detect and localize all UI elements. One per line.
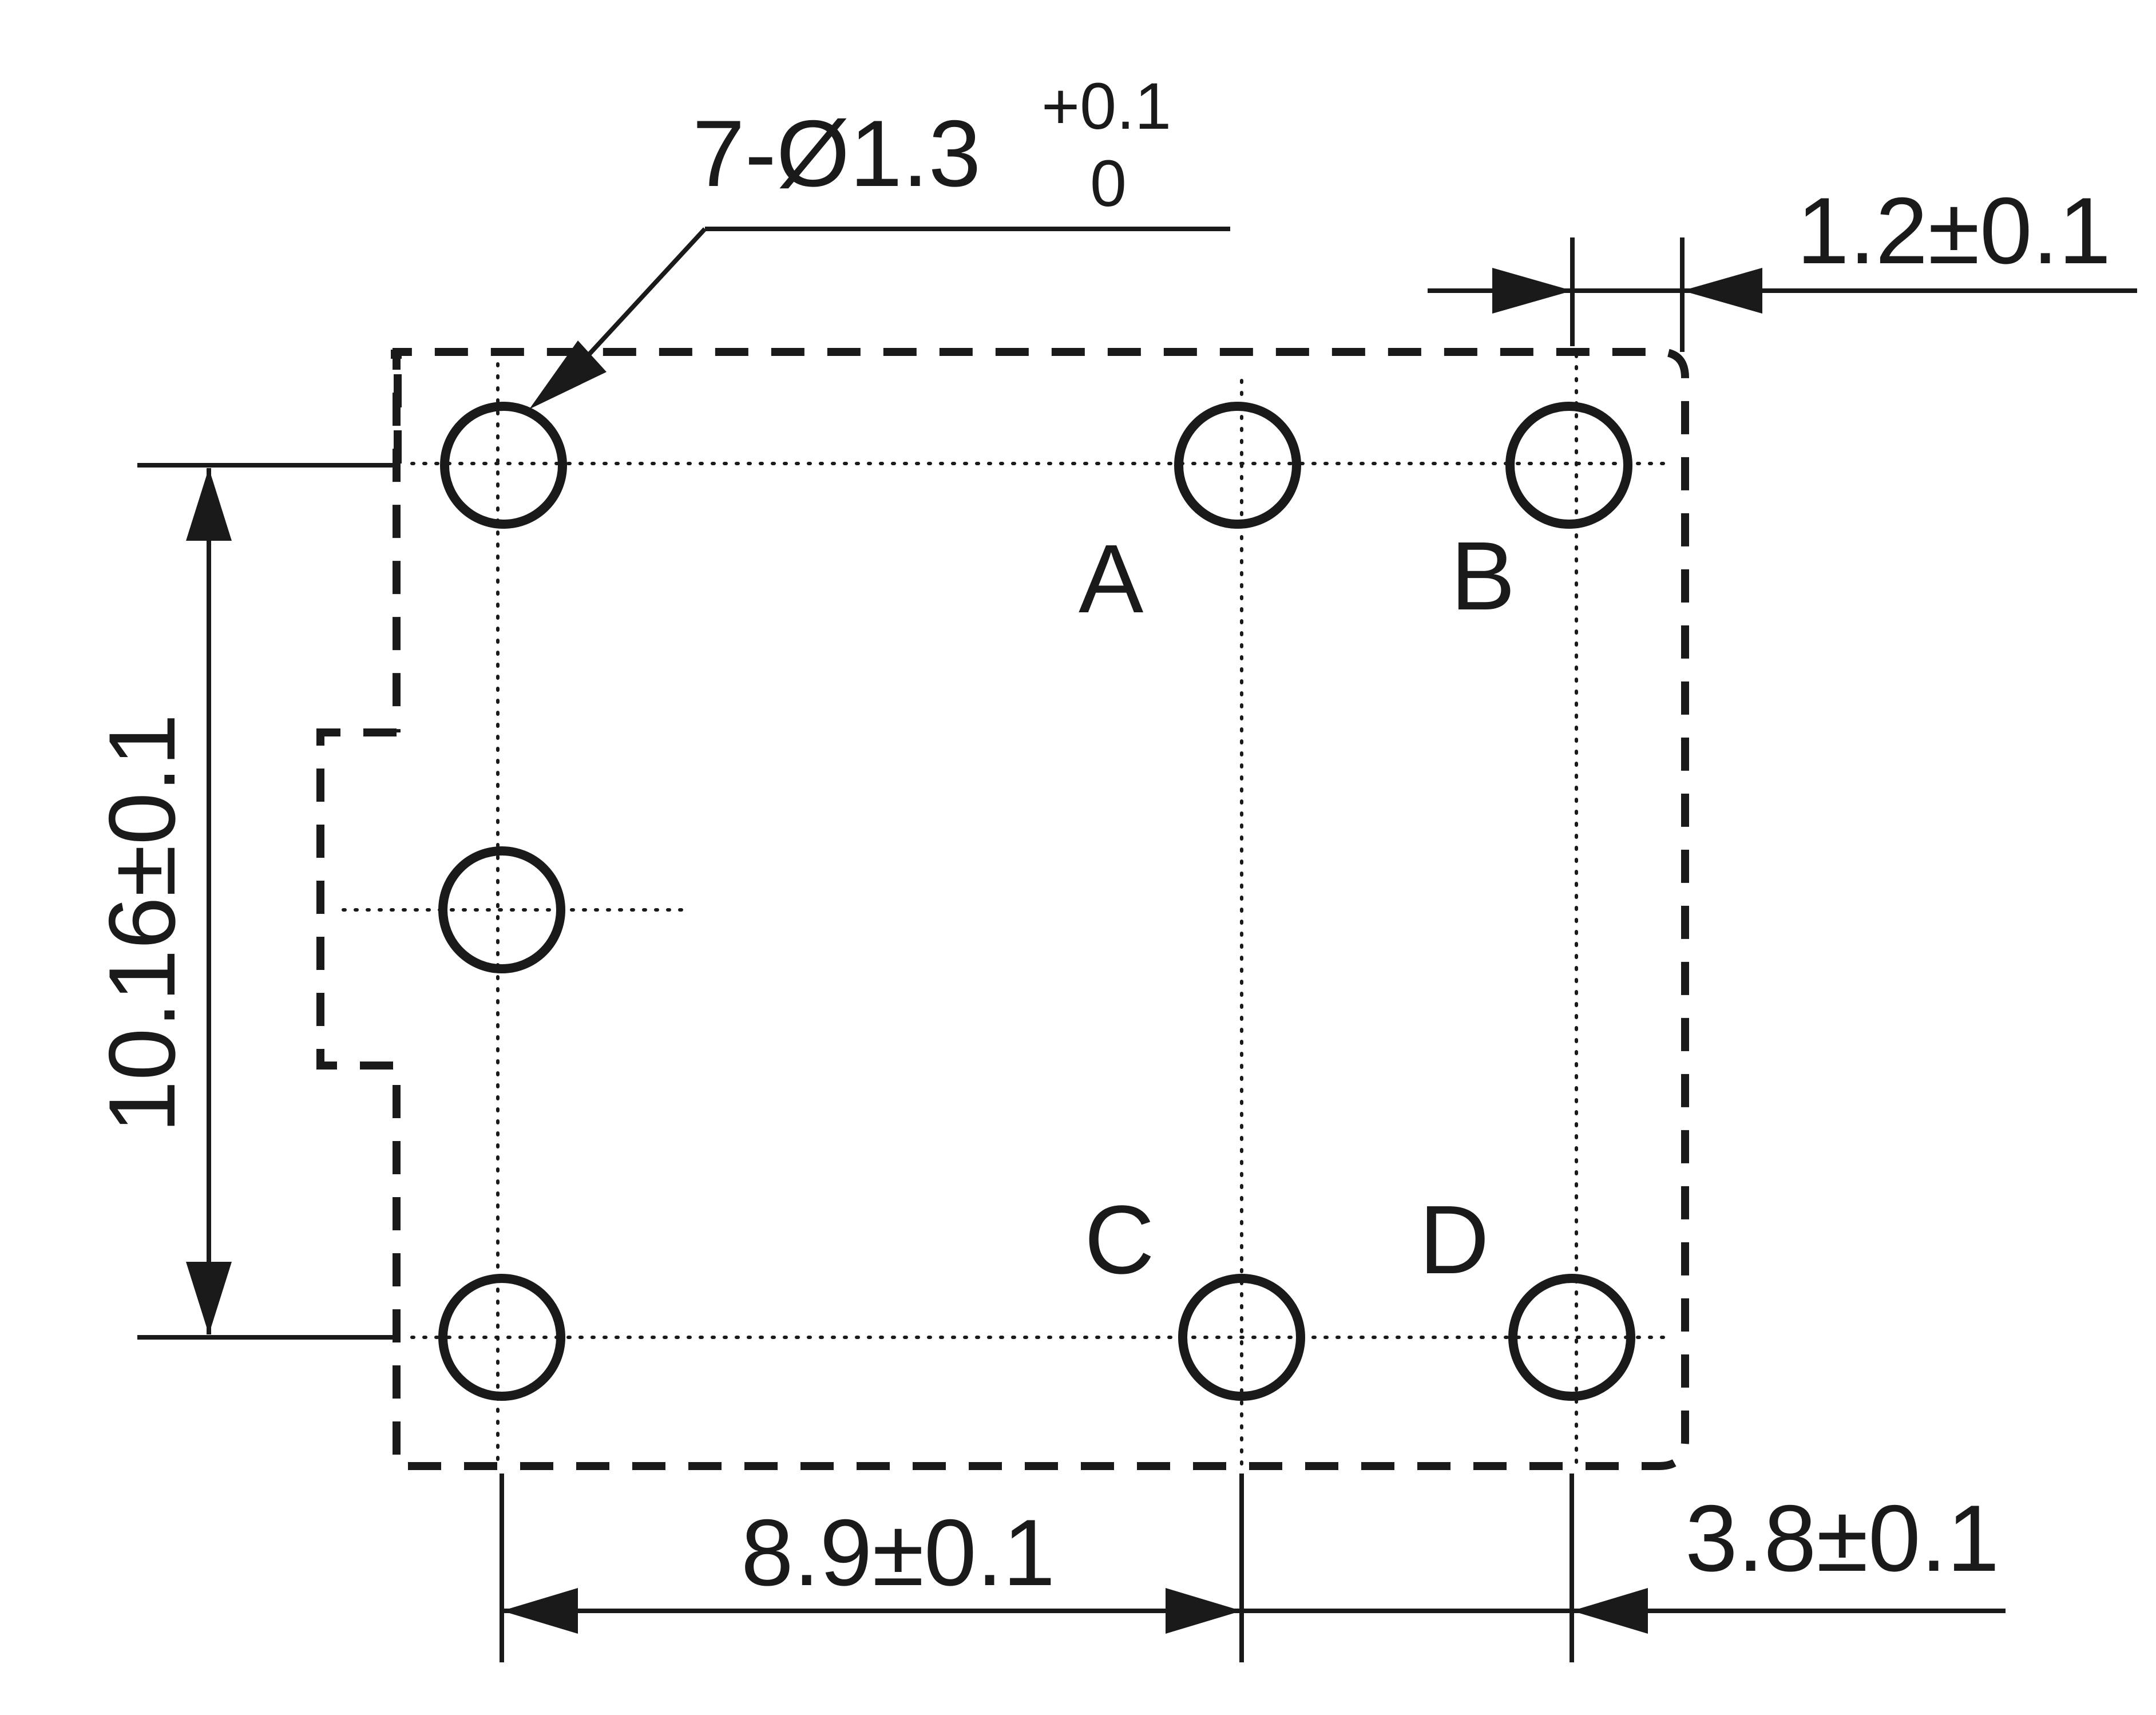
hole-bottom-left — [438, 1274, 565, 1401]
bottom-dimensions — [500, 1474, 2006, 1662]
hole-callout-leader — [529, 227, 1230, 409]
component-outline — [316, 348, 1689, 1470]
horizontal-right-label: 3.8±0.1 — [1685, 1486, 1999, 1591]
holes — [438, 402, 1635, 1401]
hole-b — [1505, 402, 1632, 529]
top-offset-label: 1.2±0.1 — [1797, 178, 2111, 283]
vertical-dimension-label: 10.16±0.1 — [89, 714, 195, 1133]
pin-label-c: C — [1084, 1186, 1155, 1294]
hole-top-left — [440, 402, 567, 529]
hole-callout-text: 7-Ø1.3 — [692, 101, 981, 206]
vertical-dimension — [137, 463, 395, 1340]
hole-tolerance-lower: 0 — [1090, 147, 1127, 220]
horizontal-left-label: 8.9±0.1 — [741, 1500, 1055, 1605]
pin-label-d: D — [1419, 1186, 1489, 1294]
hole-tolerance-upper: +0.1 — [1041, 70, 1171, 143]
pin-label-a: A — [1079, 525, 1144, 633]
hole-a — [1174, 402, 1301, 529]
top-offset-dimension — [1428, 237, 2137, 352]
hole-c — [1178, 1274, 1305, 1401]
pin-label-b: B — [1450, 522, 1515, 631]
hole-d — [1508, 1274, 1635, 1401]
hole-middle-left — [438, 846, 565, 973]
